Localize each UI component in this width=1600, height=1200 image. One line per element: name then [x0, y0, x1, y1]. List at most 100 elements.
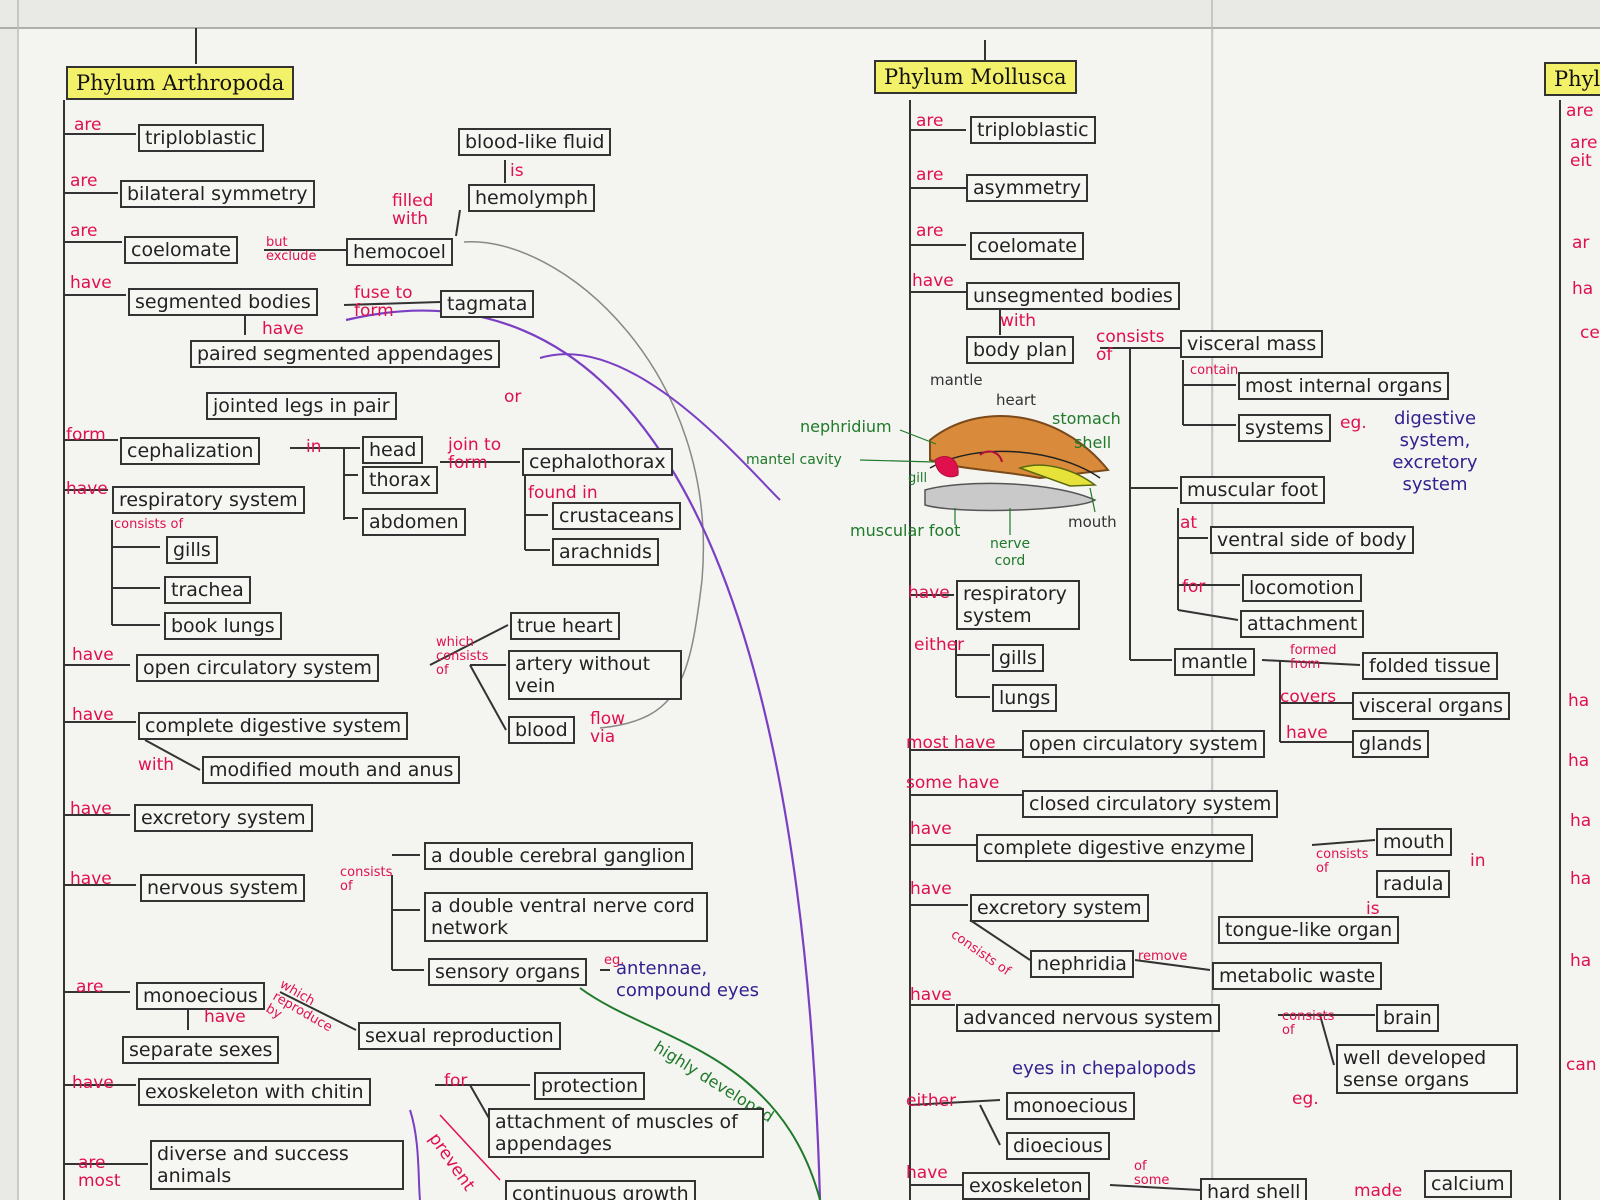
arthropoda-triploblastic: triploblastic — [138, 124, 264, 152]
rel-which-consists-of: which consists of — [436, 636, 492, 678]
third-label-9: ha — [1570, 870, 1591, 888]
mollusca-exoskeleton: exoskeleton — [962, 1172, 1090, 1200]
rel-in: in — [306, 438, 322, 456]
diagram-gill: gill — [908, 470, 927, 487]
visceral-mass: visceral mass — [1180, 330, 1323, 358]
mollusca-open-circulatory: open circulatory system — [1022, 730, 1265, 758]
m-rel-in: in — [1470, 852, 1486, 870]
m-rel-eg-systems: eg. — [1340, 414, 1367, 432]
diagram-nerve-cord: nerve cord — [990, 536, 1030, 570]
mantle: mantle — [1174, 648, 1255, 676]
continuous-growth: continuous growth — [505, 1180, 696, 1200]
mollusca-gills: gills — [992, 644, 1044, 672]
arthropoda-title: Phylum Arthropoda — [66, 66, 294, 100]
artery-without-vein: artery without vein — [508, 650, 682, 700]
rel-found-in: found in — [528, 484, 598, 502]
trachea: trachea — [164, 576, 251, 604]
modified-mouth-anus: modified mouth and anus — [202, 756, 460, 784]
third-label-4: ha — [1572, 280, 1593, 298]
third-column-title: Phylu — [1544, 62, 1600, 96]
mollusca-excretory: excretory system — [970, 894, 1149, 922]
arthropoda-excretory: excretory system — [134, 804, 313, 832]
blood-like-fluid: blood-like fluid — [458, 128, 611, 156]
rel-have-resp: have — [66, 480, 108, 498]
paired-segmented-appendages: paired segmented appendages — [190, 340, 500, 368]
m-rel-covers: covers — [1280, 688, 1336, 706]
rel-for: for — [444, 1072, 467, 1090]
rel-are-1: are — [74, 116, 102, 134]
tongue-like-organ: tongue-like organ — [1218, 916, 1399, 944]
systems: systems — [1238, 414, 1331, 442]
jointed-legs: jointed legs in pair — [206, 392, 397, 420]
rel-with: with — [138, 756, 174, 774]
radula: radula — [1376, 870, 1450, 898]
arthropoda-bilateral: bilateral symmetry — [120, 180, 315, 208]
rel-have-dig: have — [72, 706, 114, 724]
tagmata: tagmata — [440, 290, 534, 318]
rel-have-exo: have — [72, 1074, 114, 1092]
third-label-0: are — [1566, 102, 1594, 120]
rel-consists-of-nerv: consists of — [340, 866, 400, 894]
protection: protection — [534, 1072, 645, 1100]
m-rel-made: made — [1354, 1182, 1402, 1200]
most-internal-organs: most internal organs — [1238, 372, 1449, 400]
cephalization: cephalization — [120, 437, 260, 465]
rel-is: is — [510, 162, 524, 180]
mollusca-respiratory: respiratory system — [956, 580, 1080, 630]
third-label-5: ce — [1580, 324, 1600, 342]
unsegmented-bodies: unsegmented bodies — [966, 282, 1180, 310]
blood: blood — [508, 716, 575, 744]
third-label-6: ha — [1568, 692, 1589, 710]
third-label-8: ha — [1570, 812, 1591, 830]
m-rel-consists-of-nerv: consists of — [1282, 1010, 1334, 1038]
thorax: thorax — [362, 466, 438, 494]
rel-have-circ: have — [72, 646, 114, 664]
m-rel-formed-from: formed from — [1290, 644, 1336, 672]
rel-are-most: are most — [78, 1154, 130, 1190]
diagram-shell: shell — [1074, 434, 1111, 451]
cephalothorax: cephalothorax — [522, 448, 673, 476]
diagram-heart: heart — [996, 392, 1036, 408]
head: head — [362, 436, 423, 464]
muscular-foot: muscular foot — [1180, 476, 1325, 504]
m-rel-either-resp: either — [914, 636, 964, 654]
m-rel-have-glands: have — [1286, 724, 1328, 742]
arthropoda-monoecious: monoecious — [136, 982, 265, 1010]
double-cerebral-ganglion: a double cerebral ganglion — [424, 842, 693, 870]
diagram-nephridium: nephridium — [800, 418, 892, 435]
folded-tissue: folded tissue — [1362, 652, 1498, 680]
m-rel-have-dig: have — [910, 820, 952, 838]
third-label-11: can — [1566, 1056, 1597, 1074]
rel-are-2: are — [70, 172, 98, 190]
calcium: calcium — [1424, 1170, 1512, 1198]
sexual-reproduction: sexual reproduction — [358, 1022, 561, 1050]
m-rel-have-resp: have — [908, 584, 950, 602]
m-rel-are-2: are — [916, 166, 944, 184]
arachnids: arachnids — [552, 538, 659, 566]
rel-join-to-form: join to form — [448, 436, 518, 472]
mollusca-coelomate: coelomate — [970, 232, 1084, 260]
metabolic-waste: metabolic waste — [1212, 962, 1382, 990]
nephridia: nephridia — [1030, 950, 1134, 978]
m-rel-some-have: some have — [906, 774, 999, 792]
rel-form: form — [66, 426, 106, 444]
separate-sexes: separate sexes — [122, 1036, 279, 1064]
closed-circulatory: closed circulatory system — [1022, 790, 1278, 818]
m-rel-eg-nerv: eg. — [1292, 1090, 1319, 1108]
hemocoel: hemocoel — [346, 238, 453, 266]
rel-are-mono: are — [76, 978, 104, 996]
eyes-in-chepalopods: eyes in chepalopods — [1012, 1058, 1196, 1080]
ventral-side: ventral side of body — [1210, 526, 1414, 554]
diagram-mantle-cavity: mantel cavity — [746, 452, 842, 469]
m-rel-have-excr: have — [910, 880, 952, 898]
diagram-stomach: stomach — [1052, 410, 1121, 427]
advanced-nervous-system: advanced nervous system — [956, 1004, 1220, 1032]
mollusca-title: Phylum Mollusca — [874, 60, 1077, 94]
sensory-organs: sensory organs — [428, 958, 587, 986]
rel-have-nerv: have — [70, 870, 112, 888]
arthropoda-nervous: nervous system — [140, 874, 305, 902]
rel-have-excr: have — [70, 800, 112, 818]
m-rel-contain: contain — [1190, 364, 1238, 378]
third-label-2: eit — [1570, 152, 1592, 170]
gills: gills — [166, 536, 218, 564]
